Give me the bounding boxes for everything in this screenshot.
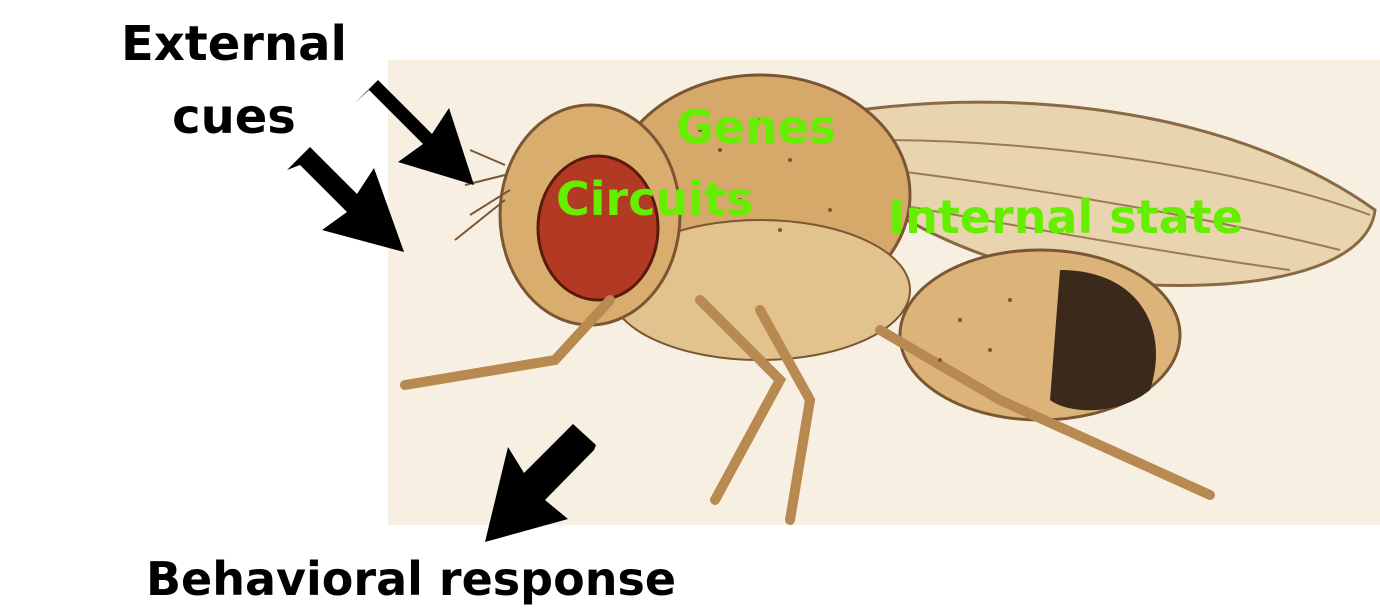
external-cues-line1: External — [121, 16, 347, 72]
genes-label: Genes — [676, 100, 837, 154]
circuits-label: Circuits — [556, 172, 754, 226]
behavioral-response-label: Behavioral response — [146, 552, 677, 606]
middle-leg — [755, 305, 816, 525]
internal-state-label: Internal state — [888, 190, 1243, 244]
wing-vein — [889, 169, 1341, 251]
abdomen-dark-band — [1050, 270, 1156, 411]
body-speckles — [698, 118, 1012, 362]
wing-vein — [879, 139, 1371, 216]
antenna — [454, 149, 511, 241]
external-cues-line2: cues — [172, 88, 296, 145]
wing — [858, 100, 1377, 287]
middle-leg — [695, 295, 787, 505]
front-leg — [400, 295, 615, 390]
wing-vein — [899, 204, 1291, 271]
external-cues-label: External cues — [118, 8, 350, 154]
hind-leg — [875, 325, 1215, 500]
eye — [536, 154, 660, 302]
